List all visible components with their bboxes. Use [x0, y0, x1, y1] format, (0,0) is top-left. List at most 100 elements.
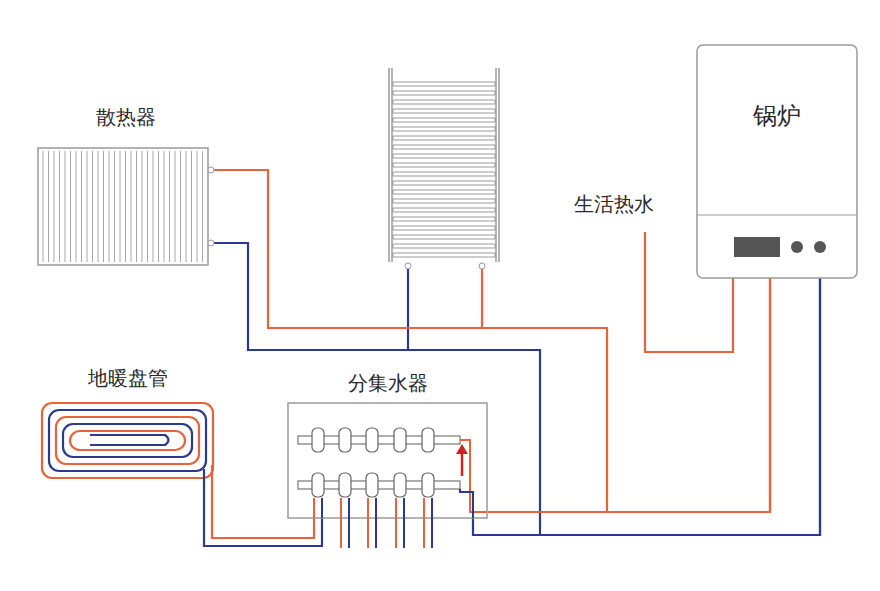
radiator-node: 散热器	[38, 104, 214, 268]
radiator-fin	[186, 151, 187, 262]
boiler-node: 锅炉	[697, 45, 857, 278]
manifold-valve	[312, 473, 324, 497]
manifold-outlet	[423, 498, 425, 548]
boiler-knob	[814, 241, 826, 253]
towel-rail-bar	[393, 136, 495, 140]
manifold-valve	[422, 428, 434, 452]
radiator-fin	[147, 151, 148, 262]
boiler-drawing	[697, 45, 857, 278]
towel-rail-bar	[393, 190, 495, 194]
radiator-fin	[191, 151, 192, 262]
flow-arrow-head	[456, 444, 468, 454]
floor-coil-loop	[70, 431, 185, 450]
radiator-valve	[208, 240, 214, 246]
radiator-fin	[120, 151, 121, 262]
manifold-valve	[394, 428, 406, 452]
manifold-outlet	[403, 498, 405, 548]
towel-rail-bar	[393, 244, 495, 248]
radiator-fin	[164, 151, 165, 262]
floor-coil-loop	[42, 403, 213, 478]
towel-rail-bar	[393, 199, 495, 203]
manifold-outlet	[395, 498, 397, 548]
towel-rail-bar	[393, 154, 495, 158]
manifold-valve	[366, 473, 378, 497]
part-heading: 地暖盘管	[40, 365, 216, 391]
radiator-fin	[54, 151, 55, 262]
manifold-outlet	[321, 498, 323, 518]
radiator-fin	[81, 151, 82, 262]
floor-coil-lead	[203, 469, 205, 480]
manifold-board	[288, 403, 487, 518]
coil-node: 地暖盘管	[40, 365, 216, 480]
towel-rail-post	[388, 68, 390, 262]
manifold-outlet	[431, 498, 433, 548]
towel-rail-bar	[393, 208, 495, 212]
floor-coil-loop	[63, 424, 192, 457]
manifold-return-inner	[460, 489, 473, 518]
towel-rail-bar	[393, 118, 495, 122]
towel-rail-bar	[393, 172, 495, 176]
towel-rail-bar	[393, 100, 495, 104]
towel-rail-bar	[393, 181, 495, 185]
radiator-fin	[98, 151, 99, 262]
boiler-panel-line	[697, 214, 857, 215]
supply-pipe	[488, 278, 770, 512]
radiator-fin	[142, 151, 143, 262]
towel-rail-bar	[393, 82, 495, 86]
return-pipe	[214, 243, 820, 535]
manifold-outlet	[348, 498, 350, 548]
radiator-fin	[125, 151, 126, 262]
towel-rail-bar	[393, 127, 495, 131]
towel-rail-bar	[393, 109, 495, 113]
radiator-fin	[103, 151, 104, 262]
floor-coil-center	[90, 435, 169, 445]
towel-rail-valve	[405, 263, 411, 269]
towel-rail-bar	[393, 217, 495, 221]
towel-rail-bar	[393, 253, 495, 257]
towel-rail-bar	[393, 145, 495, 149]
radiator-fin	[70, 151, 71, 262]
part-label: 生活热水	[572, 191, 656, 217]
towel-rail-bar	[393, 235, 495, 239]
towel-rail-frame	[392, 70, 496, 260]
radiator-fin	[197, 151, 198, 262]
radiator-fin	[43, 151, 44, 262]
manifold-valve	[339, 428, 351, 452]
manifold-valve	[339, 473, 351, 497]
manifold-outlet	[375, 498, 377, 548]
radiator-fin	[109, 151, 110, 262]
boiler-display	[734, 237, 780, 257]
manifold-node: 分集水器	[288, 370, 488, 518]
radiator-fin	[169, 151, 170, 262]
towel-rail-bar	[393, 91, 495, 95]
supply-pipe	[481, 269, 483, 328]
radiator-fin	[175, 151, 176, 262]
radiator-fin	[92, 151, 93, 262]
radiator-fin	[136, 151, 137, 262]
boiler-label: 锅炉	[697, 103, 857, 129]
radiator-body	[38, 148, 208, 265]
floor-coil-loop	[56, 417, 199, 464]
floor-coil-loop	[49, 410, 206, 471]
return-pipe	[407, 269, 409, 350]
manifold-outlet	[340, 498, 342, 548]
manifold-valve	[422, 473, 434, 497]
radiator-fin	[131, 151, 132, 262]
radiator-fin	[48, 151, 49, 262]
towel-rail-post	[498, 68, 500, 262]
return-pipe	[473, 278, 820, 535]
illustration	[389, 68, 733, 352]
radiator-fin	[59, 151, 60, 262]
part-heading: 散热器	[38, 104, 214, 130]
radiator-fin	[180, 151, 181, 262]
radiator-valve	[208, 167, 214, 173]
boiler-knob	[791, 241, 803, 253]
boiler-housing	[697, 45, 857, 278]
towel-rail-valve	[479, 263, 485, 269]
radiator-fin	[158, 151, 159, 262]
manifold-valve	[312, 428, 324, 452]
radiator-fin	[153, 151, 154, 262]
flow-arrow-shaft	[461, 452, 464, 476]
part-heading: 分集水器	[288, 370, 488, 396]
